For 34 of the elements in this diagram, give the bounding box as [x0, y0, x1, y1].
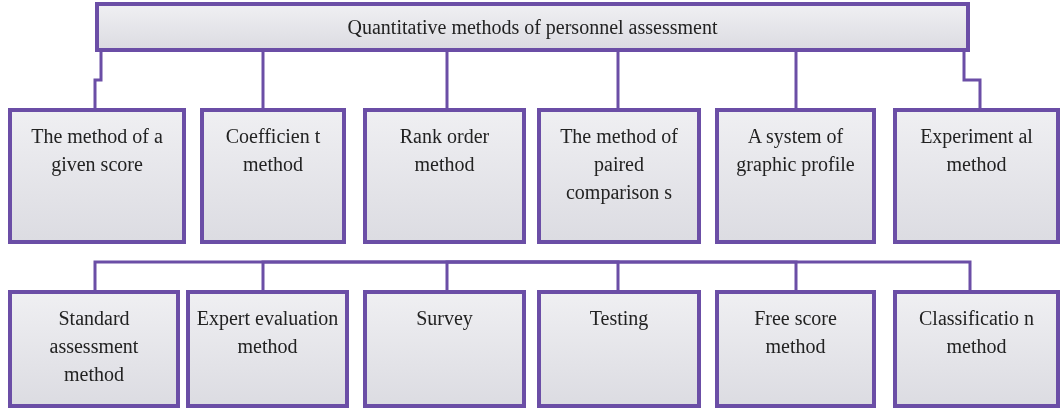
- connector-line: [616, 52, 620, 108]
- method-box: [363, 108, 526, 244]
- method-box: [186, 290, 349, 408]
- box-label: Testing: [589, 306, 649, 332]
- box-label: The method of a given score: [30, 124, 164, 178]
- connector-line: [962, 52, 982, 108]
- method-box: [200, 108, 346, 244]
- box-label: Experiment al method: [919, 124, 1034, 177]
- method-box: [893, 108, 1060, 244]
- connector-line: [261, 52, 265, 108]
- box-label: A system of graphic profile: [735, 124, 856, 178]
- box-label: Standard assessment method: [48, 306, 140, 387]
- title-box: [95, 2, 970, 52]
- connector-line: [794, 52, 798, 108]
- method-box: [715, 108, 876, 244]
- connector-line: [532, 260, 972, 290]
- connector-line: [445, 260, 532, 290]
- box-label: Survey: [416, 306, 473, 332]
- box-label: Coefficien t method: [224, 124, 322, 177]
- box-label: Expert evaluation method: [196, 306, 339, 359]
- method-box: [893, 290, 1060, 408]
- method-box: [8, 290, 180, 408]
- method-box: [8, 108, 186, 244]
- box-label: The method of paired comparison s: [559, 124, 679, 206]
- connector-line: [93, 52, 103, 108]
- method-box: [537, 108, 701, 244]
- box-label: Rank order method: [398, 124, 491, 177]
- box-label: Quantitative methods of personnel assessment: [347, 15, 718, 41]
- method-box: [537, 290, 701, 408]
- method-box: [363, 290, 526, 408]
- box-label: Free score method: [753, 306, 838, 359]
- box-label: Classificatio n method: [918, 306, 1035, 359]
- method-box: [715, 290, 876, 408]
- connector-line: [445, 52, 449, 108]
